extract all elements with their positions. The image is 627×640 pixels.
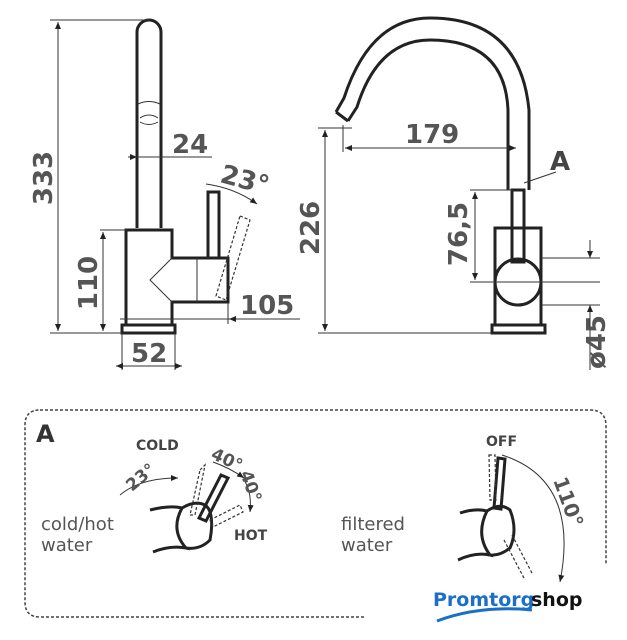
dim-handle-diameter: ø45: [582, 315, 612, 369]
caption-cold-hot-2: water: [41, 535, 93, 556]
front-spout-inner: [346, 38, 510, 190]
front-lever: [510, 188, 526, 264]
logo-text-blue: Promtorg: [433, 589, 534, 611]
dim-depth: 105: [240, 291, 294, 321]
cold-hot-diagram: COLD HOT 23° 40° 40° cold/hot water: [41, 438, 268, 556]
logo-swoosh: [436, 607, 533, 623]
dim-spout-diameter: 24: [172, 130, 208, 160]
dim-total-height: 333: [29, 151, 59, 205]
dim-lever-height: 76,5: [444, 202, 474, 266]
caption-filtered-2: water: [341, 535, 393, 556]
promtorgshop-logo: Promtorg shop: [433, 589, 583, 623]
front-view: 226 179 A 76,5 ø45: [296, 16, 612, 370]
side-body: [124, 228, 230, 327]
angle-hot: 40°: [235, 468, 265, 505]
angle-filtered: 110°: [548, 474, 588, 531]
side-lever: [206, 190, 221, 260]
front-spout-outer: [334, 16, 531, 190]
hot-label: HOT: [234, 528, 268, 544]
lever-filtered: [492, 456, 507, 511]
lever-cold-hot: [196, 473, 231, 523]
angle-tilt: 23°: [122, 460, 160, 496]
caption-filtered-1: filtered: [341, 514, 405, 535]
front-body: [493, 226, 543, 327]
detail-marker-a: A: [550, 147, 570, 177]
detail-a-panel: A COLD HOT 23° 40° 40° cold/hot water OF…: [24, 409, 607, 618]
caption-cold-hot-1: cold/hot: [41, 514, 114, 535]
logo-text-black: shop: [531, 589, 583, 611]
side-base: [120, 323, 177, 335]
off-label: OFF: [486, 434, 517, 450]
cold-label: COLD: [136, 438, 179, 454]
detail-a-title: A: [36, 420, 55, 448]
dim-lever-angle: 23°: [217, 160, 272, 202]
dim-body-height: 110: [74, 256, 104, 310]
dim-spout-height: 226: [296, 201, 326, 255]
dim-base-width: 52: [131, 339, 167, 369]
angle-cold: 40°: [208, 444, 246, 476]
side-view: 333 110 24 23° 105 52: [29, 18, 300, 370]
filtered-diagram: OFF 110° filtered water: [341, 434, 589, 583]
dim-reach: 179: [405, 120, 459, 150]
